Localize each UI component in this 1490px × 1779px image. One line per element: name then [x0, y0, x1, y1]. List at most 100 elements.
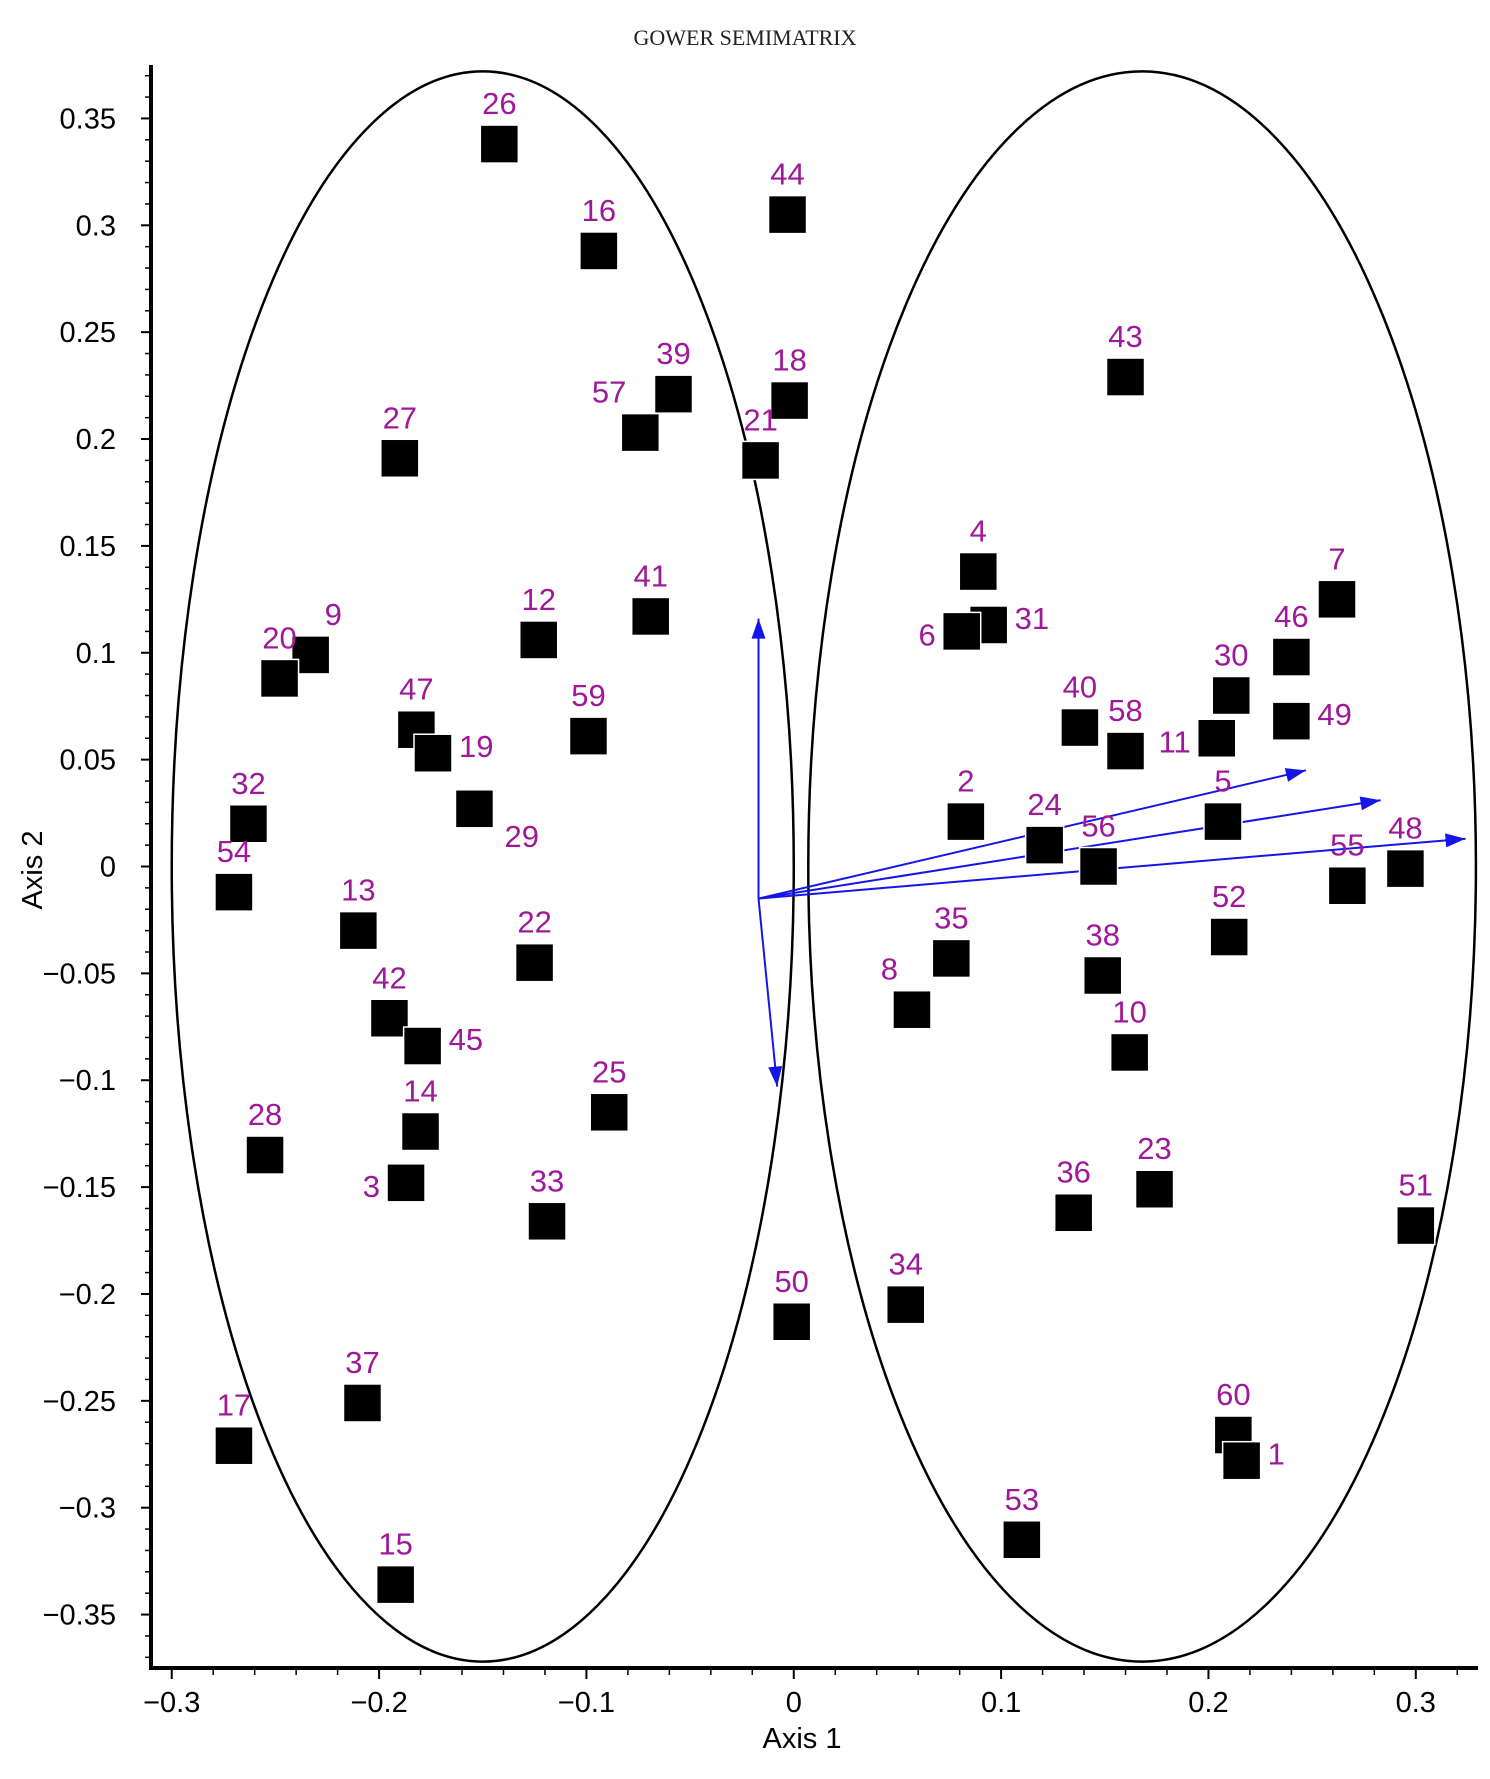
point-marker-22	[514, 942, 555, 983]
y-tick-label: 0.35	[60, 103, 116, 135]
vector-arrow-head-5	[1445, 833, 1466, 848]
point-marker-18	[769, 380, 810, 421]
point-label-33: 33	[530, 1163, 564, 1198]
point-label-9: 9	[325, 597, 342, 632]
point-marker-43	[1105, 357, 1146, 397]
point-label-48: 48	[1388, 811, 1422, 846]
y-tick-label: 0.05	[60, 745, 116, 777]
point-marker-57	[620, 412, 661, 453]
point-label-52: 52	[1212, 879, 1246, 914]
point-label-27: 27	[383, 400, 417, 435]
point-marker-35	[931, 938, 972, 979]
point-marker-48	[1385, 848, 1426, 889]
y-tick-label: −0.05	[43, 958, 116, 990]
point-marker-46	[1271, 637, 1312, 677]
y-tick-label: −0.1	[59, 1065, 116, 1097]
point-marker-42	[369, 998, 410, 1039]
y-axis-ticks: 0.350.30.250.20.150.10.050−0.05−0.1−0.15…	[43, 74, 151, 1659]
vector-arrow-head-1	[751, 618, 766, 639]
point-label-39: 39	[656, 336, 690, 371]
point-marker-49	[1271, 701, 1312, 741]
point-marker-15	[375, 1564, 416, 1605]
point-marker-29	[454, 789, 495, 829]
point-label-46: 46	[1274, 599, 1308, 634]
y-tick-label: 0	[100, 852, 116, 884]
point-label-14: 14	[403, 1074, 437, 1109]
point-marker-30	[1211, 675, 1252, 716]
point-marker-8	[892, 989, 932, 1030]
point-label-38: 38	[1085, 918, 1119, 953]
point-label-22: 22	[517, 905, 551, 940]
point-label-44: 44	[770, 157, 804, 192]
point-label-55: 55	[1330, 828, 1364, 863]
point-marker-34	[885, 1284, 926, 1325]
point-label-45: 45	[449, 1022, 483, 1057]
point-marker-23	[1134, 1169, 1175, 1209]
vector-arrow-head-4	[1359, 796, 1381, 811]
cluster-ellipses	[170, 70, 1478, 1663]
point-marker-21	[740, 440, 781, 481]
point-label-35: 35	[934, 900, 968, 935]
point-marker-58	[1105, 731, 1146, 771]
point-marker-52	[1209, 917, 1249, 957]
point-marker-59	[568, 716, 609, 756]
point-label-54: 54	[217, 834, 251, 869]
x-tick-label: −0.2	[350, 1687, 407, 1719]
point-marker-54	[214, 872, 254, 912]
point-marker-2	[946, 801, 986, 842]
vector-arrow-head-3	[1284, 768, 1306, 782]
point-marker-28	[245, 1135, 285, 1175]
point-marker-16	[579, 231, 619, 271]
point-marker-7	[1317, 579, 1357, 620]
point-label-2: 2	[957, 764, 974, 799]
point-label-40: 40	[1063, 670, 1097, 705]
axes	[149, 65, 1478, 1670]
point-marker-41	[630, 596, 671, 637]
point-label-8: 8	[881, 952, 898, 987]
point-marker-3	[386, 1163, 426, 1203]
y-tick-label: 0.2	[76, 424, 116, 456]
point-label-25: 25	[592, 1054, 626, 1089]
point-marker-5	[1203, 801, 1243, 842]
point-label-20: 20	[262, 620, 296, 655]
y-tick-label: 0.15	[60, 531, 116, 563]
point-label-10: 10	[1112, 994, 1146, 1029]
point-label-47: 47	[399, 672, 433, 707]
y-axis-title: Axis 2	[17, 831, 49, 910]
point-marker-13	[338, 910, 379, 951]
point-marker-11	[1196, 718, 1237, 759]
point-label-36: 36	[1056, 1155, 1090, 1190]
point-marker-26	[479, 124, 520, 164]
point-marker-6	[941, 611, 982, 652]
point-marker-10	[1109, 1032, 1150, 1073]
y-tick-label: −0.35	[43, 1600, 116, 1632]
cluster-ellipse-1	[170, 70, 796, 1663]
cluster-ellipse-2	[807, 70, 1478, 1663]
point-label-23: 23	[1137, 1131, 1171, 1166]
x-axis-title: Axis 1	[763, 1723, 842, 1755]
point-label-37: 37	[345, 1345, 379, 1380]
point-label-4: 4	[970, 514, 987, 549]
point-marker-36	[1053, 1192, 1094, 1233]
y-tick-label: −0.15	[43, 1172, 116, 1204]
point-label-24: 24	[1027, 787, 1061, 822]
vector-arrow-line-4	[758, 799, 1381, 900]
point-marker-1	[1221, 1440, 1262, 1481]
point-marker-12	[518, 620, 559, 660]
point-marker-20	[259, 658, 300, 699]
x-tick-label: −0.1	[558, 1687, 615, 1719]
point-marker-44	[767, 194, 808, 235]
point-marker-37	[342, 1383, 383, 1423]
point-label-12: 12	[521, 582, 555, 617]
point-marker-17	[214, 1425, 254, 1466]
point-marker-55	[1327, 865, 1368, 906]
point-label-5: 5	[1214, 764, 1231, 799]
point-marker-38	[1082, 955, 1123, 996]
x-tick-label: 0.3	[1396, 1687, 1436, 1719]
point-marker-45	[402, 1026, 443, 1066]
y-tick-label: −0.25	[43, 1386, 116, 1418]
point-marker-40	[1060, 707, 1100, 748]
